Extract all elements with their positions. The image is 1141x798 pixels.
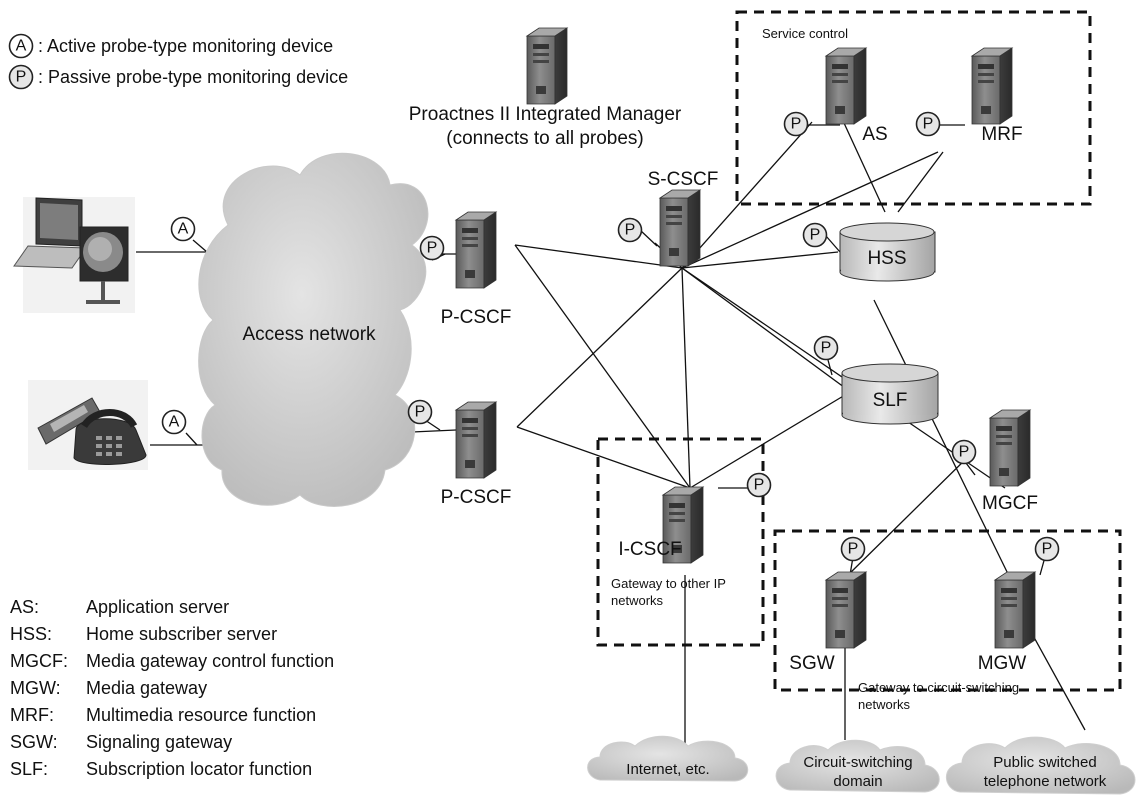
gateway-ip-label-line2: networks bbox=[611, 593, 664, 608]
pstn-cloud: Public switched telephone network bbox=[946, 736, 1136, 795]
passive-probe: P bbox=[783, 111, 809, 137]
slf-database: SLF bbox=[841, 363, 939, 425]
passive-probe: P bbox=[915, 111, 941, 137]
svg-text:P: P bbox=[810, 227, 821, 244]
access-network-cloud: Access network bbox=[198, 152, 429, 507]
p-cscf-top-server-icon bbox=[455, 211, 497, 289]
gateway-cs-label-line1: Gateway to circuit-switching bbox=[858, 680, 1019, 695]
internet-label: Internet, etc. bbox=[626, 761, 709, 778]
probe-legend: A : Active probe-type monitoring device … bbox=[8, 33, 348, 90]
svg-text:P: P bbox=[848, 541, 859, 558]
phones-icon bbox=[28, 380, 148, 470]
abbreviation-list: AS: Application server HSS: Home subscri… bbox=[10, 597, 334, 779]
mgcf-label: MGCF bbox=[982, 493, 1038, 514]
abbr-hss-full: Home subscriber server bbox=[86, 624, 277, 644]
passive-probe: P bbox=[813, 335, 839, 361]
p-cscf-bottom-label: P-CSCF bbox=[441, 487, 512, 508]
mgw-label: MGW bbox=[978, 653, 1027, 674]
manager-label-line1: Proactnes II Integrated Manager bbox=[409, 104, 682, 125]
svg-text:P: P bbox=[791, 116, 802, 133]
legend-active-letter: A bbox=[16, 38, 27, 55]
abbr-slf-full: Subscription locator function bbox=[86, 759, 312, 779]
as-label: AS bbox=[862, 124, 887, 145]
cs-domain-line1: Circuit-switching bbox=[803, 754, 912, 771]
p-cscf-top-label: P-CSCF bbox=[441, 307, 512, 328]
svg-text:P: P bbox=[415, 404, 426, 421]
abbr-mrf-full: Multimedia resource function bbox=[86, 705, 316, 725]
passive-probe: P bbox=[802, 222, 828, 248]
svg-text:P: P bbox=[754, 477, 765, 494]
gateway-cs-label-line2: networks bbox=[858, 697, 911, 712]
active-probe: A bbox=[170, 216, 196, 242]
svg-text:A: A bbox=[178, 221, 189, 238]
gateway-ip-box bbox=[596, 437, 765, 647]
abbr-mgw: MGW: bbox=[10, 678, 61, 698]
manager-server-icon bbox=[526, 27, 568, 105]
as-server-icon bbox=[825, 47, 867, 125]
p-cscf-bottom-server-icon bbox=[455, 401, 497, 479]
abbr-mgcf-full: Media gateway control function bbox=[86, 651, 334, 671]
abbr-hss: HSS: bbox=[10, 624, 52, 644]
svg-text:P: P bbox=[959, 444, 970, 461]
hss-database: HSS bbox=[839, 222, 936, 282]
service-control-box bbox=[735, 10, 1092, 206]
svg-text:P: P bbox=[821, 340, 832, 357]
svg-text:P: P bbox=[923, 116, 934, 133]
svg-text:P: P bbox=[1042, 541, 1053, 558]
internet-cloud: Internet, etc. bbox=[587, 735, 749, 782]
access-network-label: Access network bbox=[242, 324, 376, 345]
legend-passive-letter: P bbox=[16, 69, 27, 86]
abbr-sgw-full: Signaling gateway bbox=[86, 732, 232, 752]
hss-label: HSS bbox=[867, 248, 906, 269]
mgcf-server-icon bbox=[989, 409, 1031, 487]
svg-text:A: A bbox=[169, 414, 180, 431]
passive-probe: P bbox=[746, 472, 772, 498]
pstn-line2: telephone network bbox=[984, 773, 1107, 790]
abbr-mgcf: MGCF: bbox=[10, 651, 68, 671]
passive-probe: P bbox=[951, 439, 977, 465]
abbr-as-full: Application server bbox=[86, 597, 229, 617]
legend-active-text: : Active probe-type monitoring device bbox=[38, 36, 333, 56]
legend-passive-text: : Passive probe-type monitoring device bbox=[38, 67, 348, 87]
links bbox=[136, 121, 1086, 745]
mgw-server-icon bbox=[994, 571, 1036, 649]
s-cscf-server-icon bbox=[659, 189, 701, 267]
abbr-as: AS: bbox=[10, 597, 39, 617]
abbr-sgw: SGW: bbox=[10, 732, 58, 752]
passive-probe: P bbox=[840, 536, 866, 562]
sgw-label: SGW bbox=[789, 653, 834, 674]
laptop-monitor-icon bbox=[13, 197, 135, 313]
s-cscf-label: S-CSCF bbox=[648, 169, 719, 190]
gateway-ip-label-line1: Gateway to other IP bbox=[611, 576, 726, 591]
abbr-slf: SLF: bbox=[10, 759, 48, 779]
i-cscf-label: I-CSCF bbox=[618, 539, 681, 560]
abbr-mgw-full: Media gateway bbox=[86, 678, 207, 698]
gateway-cs-box bbox=[773, 529, 1122, 692]
passive-probe: P bbox=[617, 217, 643, 243]
pstn-line1: Public switched bbox=[993, 754, 1096, 771]
circuit-switching-domain-cloud: Circuit-switching domain bbox=[775, 739, 940, 793]
svg-text:P: P bbox=[625, 222, 636, 239]
service-control-label: Service control bbox=[762, 26, 848, 41]
abbr-mrf: MRF: bbox=[10, 705, 54, 725]
manager-label-line2: (connects to all probes) bbox=[446, 128, 644, 149]
cs-domain-line2: domain bbox=[833, 773, 882, 790]
passive-probe: P bbox=[419, 235, 445, 261]
sgw-server-icon bbox=[825, 571, 867, 649]
passive-probe: P bbox=[407, 399, 433, 425]
mrf-label: MRF bbox=[981, 124, 1022, 145]
svg-text:P: P bbox=[427, 240, 438, 257]
slf-label: SLF bbox=[873, 390, 908, 411]
passive-probe: P bbox=[1034, 536, 1060, 562]
mrf-server-icon bbox=[971, 47, 1013, 125]
active-probe: A bbox=[161, 409, 187, 435]
